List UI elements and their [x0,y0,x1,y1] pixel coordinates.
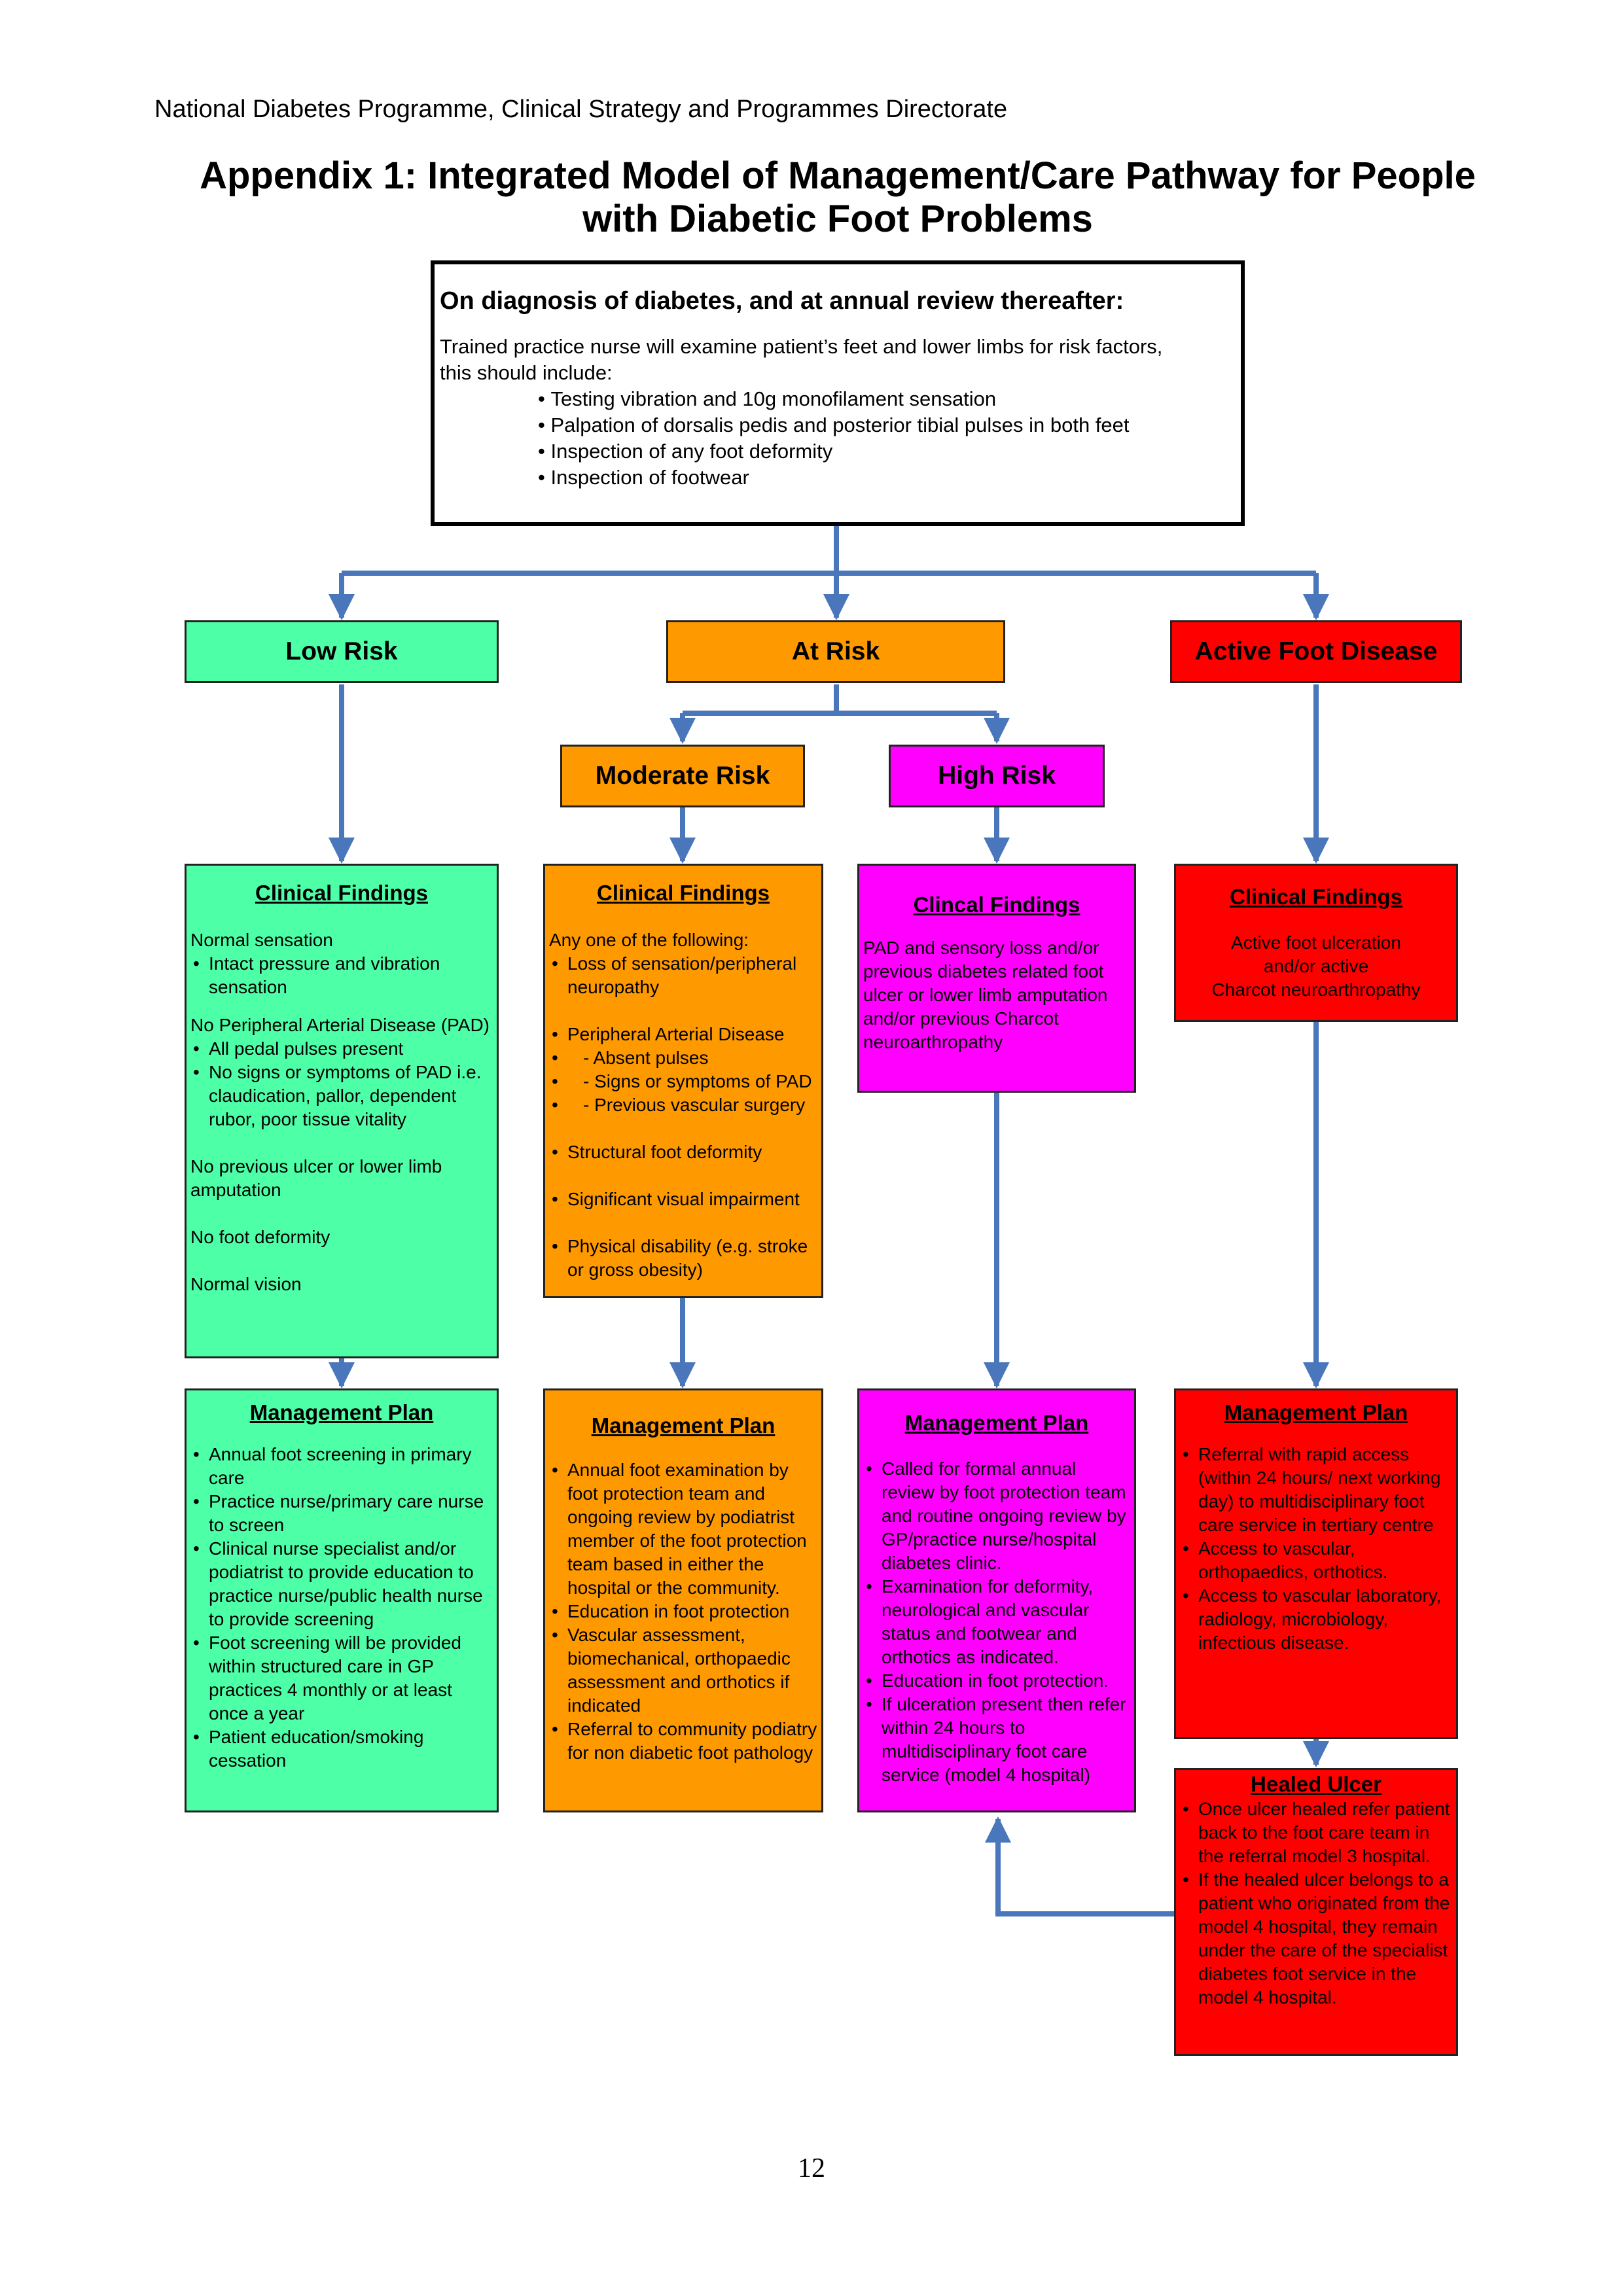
active-foot-disease-plan-item: Access to vascular, orthopaedics, orthot… [1180,1537,1452,1584]
annual-review-item: Inspection of any foot deformity [538,438,1241,465]
annual-review-box: On diagnosis of diabetes, and at annual … [431,260,1245,526]
moderate-risk-findings-title: Clinical Findings [596,881,770,905]
annual-review-intro-1: Trained practice nurse will examine pati… [440,335,1163,358]
low-risk-findings-list-2: All pedal pulses present No signs or sym… [190,1037,493,1131]
low-risk-box: Low Risk [185,620,499,683]
healed-ulcer-panel: Healed Ulcer Once ulcer healed refer pat… [1174,1768,1458,2056]
high-risk-box: High Risk [889,745,1105,807]
healed-ulcer-list: Once ulcer healed refer patient back to … [1180,1797,1452,2009]
page-number: 12 [798,2153,825,2183]
active-foot-disease-findings-panel: Clinical Findings Active foot ulceration… [1174,864,1458,1022]
low-risk-pad-heading: No Peripheral Arterial Disease (PAD) [190,1015,490,1035]
low-risk-findings-panel: Clinical Findings Normal sensation Intac… [185,864,499,1358]
low-risk-finding-item: Intact pressure and vibration sensation [190,952,493,999]
low-risk-plan-item: Patient education/smoking cessation [190,1725,493,1773]
low-risk-plan-item: Foot screening will be provided within s… [190,1631,493,1725]
active-foot-disease-management-title: Management Plan [1224,1400,1408,1424]
low-risk-finding-text: Normal vision [190,1274,302,1294]
healed-ulcer-title: Healed Ulcer [1251,1772,1382,1796]
annual-review-heading: On diagnosis of diabetes, and at annual … [440,287,1124,315]
low-risk-findings-list-1: Intact pressure and vibration sensation [190,952,493,999]
moderate-risk-finding-subitem: - Previous vascular surgery [549,1093,817,1117]
active-foot-disease-plan-item: Access to vascular laboratory, radiology… [1180,1584,1452,1655]
healed-ulcer-item: Once ulcer healed refer patient back to … [1180,1797,1452,1868]
moderate-risk-plan-item: Referral to community podiatry for non d… [549,1718,817,1765]
moderate-risk-plan-item: Vascular assessment, biomechanical, orth… [549,1623,817,1718]
low-risk-management-panel: Management Plan Annual foot screening in… [185,1388,499,1812]
moderate-risk-finding-intro: Any one of the following: [549,930,749,950]
low-risk-findings-title: Clinical Findings [255,881,429,905]
high-risk-management-panel: Management Plan Called for formal annual… [857,1388,1136,1812]
active-foot-disease-management-panel: Management Plan Referral with rapid acce… [1174,1388,1458,1739]
moderate-risk-findings-list: Loss of sensation/peripheral neuropathy … [549,952,817,1282]
low-risk-management-list: Annual foot screening in primary care Pr… [190,1443,493,1773]
arrow-healed-to-high-plan [985,1816,1174,1916]
low-risk-finding-text: No previous ulcer or lower limb amputati… [190,1156,442,1200]
healed-ulcer-item: If the healed ulcer belongs to a patient… [1180,1868,1452,2009]
high-risk-findings-panel: Clincal Findings PAD and sensory loss an… [857,864,1136,1093]
low-risk-finding-text: No foot deformity [190,1227,330,1247]
high-risk-plan-item: Education in foot protection. [863,1669,1130,1693]
high-risk-management-title: Management Plan [904,1411,1089,1435]
moderate-risk-finding-item: Peripheral Arterial Disease [549,1023,817,1046]
page-title: Appendix 1: Integrated Model of Manageme… [131,154,1544,241]
moderate-risk-box: Moderate Risk [560,745,805,807]
document-header: National Diabetes Programme, Clinical St… [154,96,1008,123]
active-foot-disease-box: Active Foot Disease [1170,620,1462,683]
active-foot-disease-findings-title: Clinical Findings [1229,885,1403,909]
active-foot-disease-management-list: Referral with rapid access (within 24 ho… [1180,1443,1452,1655]
high-risk-management-list: Called for formal annual review by foot … [863,1457,1130,1787]
low-risk-management-title: Management Plan [249,1400,434,1424]
moderate-risk-finding-subitem: - Absent pulses [549,1046,817,1070]
annual-review-list: Testing vibration and 10g monofilament s… [440,386,1241,491]
annual-review-item: Inspection of footwear [538,465,1241,491]
moderate-risk-management-title: Management Plan [591,1413,776,1438]
high-risk-plan-item: Examination for deformity, neurological … [863,1575,1130,1669]
moderate-risk-management-panel: Management Plan Annual foot examination … [543,1388,823,1812]
moderate-risk-finding-item: Structural foot deformity [549,1140,817,1164]
high-risk-plan-item: Called for formal annual review by foot … [863,1457,1130,1575]
low-risk-finding-item: All pedal pulses present [190,1037,493,1061]
active-foot-disease-finding-text: Active foot ulceration [1231,932,1401,953]
low-risk-plan-item: Clinical nurse specialist and/or podiatr… [190,1537,493,1631]
moderate-risk-findings-panel: Clinical Findings Any one of the followi… [543,864,823,1298]
low-risk-plan-item: Annual foot screening in primary care [190,1443,493,1490]
moderate-risk-finding-item: Significant visual impairment [549,1188,817,1211]
active-foot-disease-plan-item: Referral with rapid access (within 24 ho… [1180,1443,1452,1537]
at-risk-box: At Risk [666,620,1005,683]
annual-review-item: Palpation of dorsalis pedis and posterio… [538,412,1241,438]
high-risk-finding-text: PAD and sensory loss and/or previous dia… [863,938,1108,1052]
active-foot-disease-finding-text: Charcot neuroarthropathy [1211,980,1421,1000]
annual-review-item: Testing vibration and 10g monofilament s… [538,386,1241,412]
high-risk-plan-item: If ulceration present then refer within … [863,1693,1130,1787]
moderate-risk-plan-item: Annual foot examination by foot protecti… [549,1458,817,1600]
low-risk-finding-text: Normal sensation [190,930,333,950]
moderate-risk-plan-item: Education in foot protection [549,1600,817,1623]
moderate-risk-finding-item: Physical disability (e.g. stroke or gros… [549,1235,817,1282]
low-risk-plan-item: Practice nurse/primary care nurse to scr… [190,1490,493,1537]
title-line-1: Appendix 1: Integrated Model of Manageme… [200,154,1476,197]
annual-review-intro-2: this should include: [440,361,613,384]
moderate-risk-finding-subitem: - Signs or symptoms of PAD [549,1070,817,1093]
low-risk-finding-item: No signs or symptoms of PAD i.e. claudic… [190,1061,493,1131]
moderate-risk-management-list: Annual foot examination by foot protecti… [549,1458,817,1765]
active-foot-disease-finding-text: and/or active [1263,956,1369,976]
title-line-2: with Diabetic Foot Problems [582,198,1093,240]
moderate-risk-finding-item: Loss of sensation/peripheral neuropathy [549,952,817,999]
high-risk-findings-title: Clincal Findings [913,892,1080,917]
